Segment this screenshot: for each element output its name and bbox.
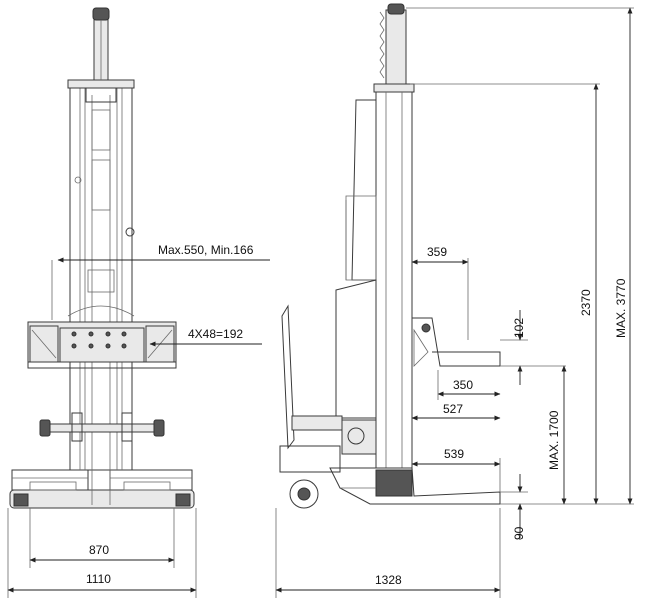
front-holes-dimension: 4X48=192 — [149, 327, 262, 347]
side-view: 359 102 350 527 539 1328 — [275, 3, 634, 598]
dim-350-label: 350 — [453, 378, 473, 392]
front-view: Max.550, Min.166 4X48=192 870 1110 — [7, 7, 270, 598]
front-outer-width-dimension: 1110 — [7, 508, 197, 598]
dim-350: 350 — [437, 370, 501, 400]
dim-539: 539 — [411, 447, 501, 492]
dim-1328: 1328 — [275, 573, 501, 593]
front-right-base-arm — [109, 469, 193, 491]
holes-spacing-label: 4X48=192 — [188, 327, 243, 341]
side-cylinder — [385, 9, 407, 85]
dim-359-label: 359 — [427, 245, 447, 259]
dim-90: 90 — [512, 474, 526, 540]
front-left-base-arm — [11, 469, 89, 491]
outer-width-label: 1110 — [86, 572, 111, 586]
side-rear-cover — [351, 99, 377, 281]
dim-2370-label: 2370 — [579, 289, 593, 316]
side-handle — [281, 304, 295, 450]
dim-2370: 2370 — [579, 83, 599, 505]
front-base-plate — [9, 489, 195, 509]
front-column — [69, 81, 133, 471]
front-left-foot — [13, 493, 29, 507]
side-column — [375, 83, 413, 469]
dim-90-label: 90 — [512, 526, 526, 540]
side-wheel — [289, 479, 319, 509]
dim-539-label: 539 — [444, 447, 464, 461]
stroke-range-label: Max.550, Min.166 — [158, 243, 254, 257]
front-inner-width-dimension: 870 — [29, 508, 175, 568]
front-lever-bar — [45, 423, 159, 433]
dim-359: 359 — [411, 245, 469, 340]
dim-max-3770: MAX. 3770 — [614, 7, 633, 505]
side-fork — [412, 317, 501, 367]
front-right-foot — [175, 493, 191, 507]
dim-max-1700-label: MAX. 1700 — [547, 410, 561, 470]
dim-1328-label: 1328 — [375, 573, 402, 587]
inner-width-label: 870 — [89, 543, 109, 557]
side-base — [329, 467, 501, 505]
front-stroke-dimension: Max.550, Min.166 — [51, 243, 270, 320]
dim-102-label: 102 — [512, 318, 526, 338]
dim-max-1700: MAX. 1700 — [547, 365, 567, 505]
dim-max-3770-label: MAX. 3770 — [614, 278, 628, 338]
dim-102: 102 — [500, 310, 528, 385]
front-carriage — [27, 321, 177, 363]
side-chain — [379, 11, 385, 79]
dim-527-label: 527 — [443, 402, 463, 416]
front-carriage-holes — [71, 331, 127, 349]
dim-527: 527 — [411, 402, 501, 421]
